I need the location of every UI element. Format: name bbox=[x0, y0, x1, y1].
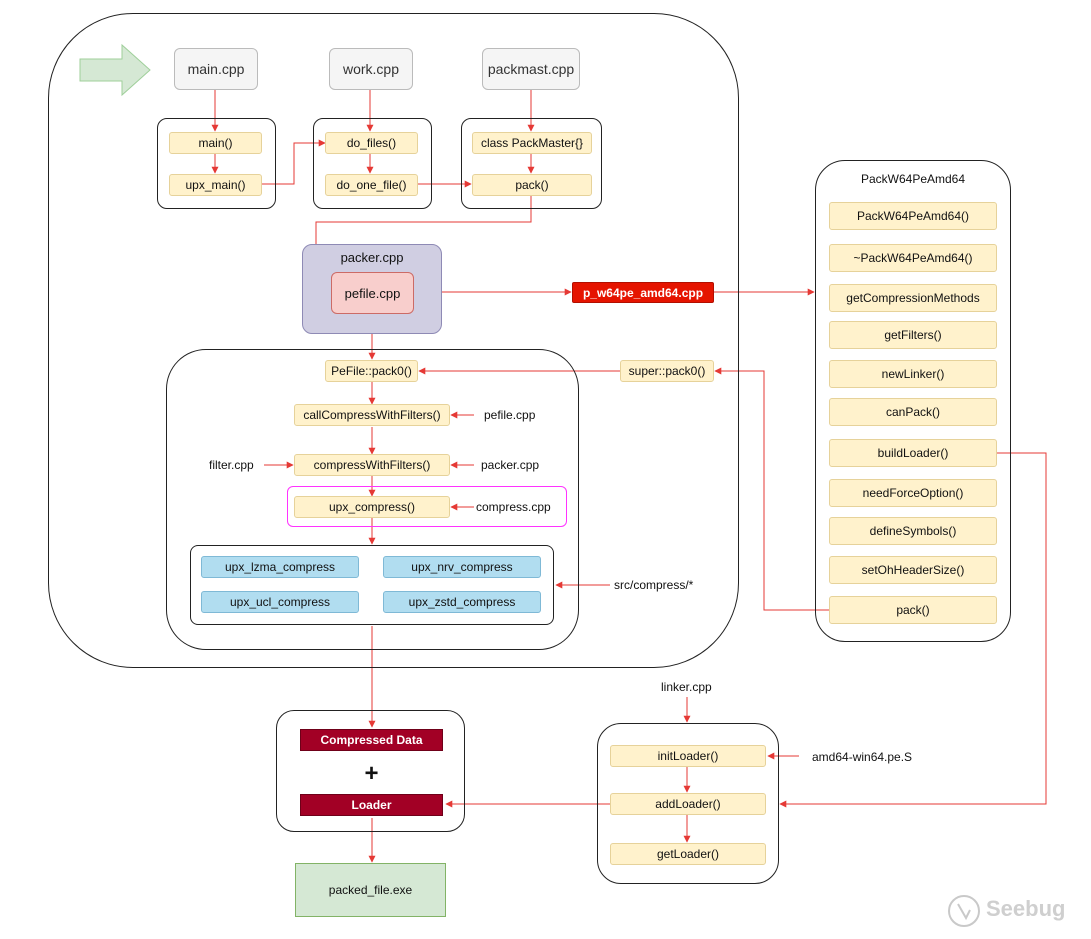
compress-cpp-side-label: compress.cpp bbox=[476, 500, 551, 514]
upx-compress-function: upx_compress() bbox=[294, 496, 450, 518]
main-group bbox=[157, 118, 276, 209]
packw64-method: setOhHeaderSize() bbox=[829, 556, 997, 584]
compress-with-filters-function: compressWithFilters() bbox=[294, 454, 450, 476]
work-cpp-node: work.cpp bbox=[329, 48, 413, 90]
upx-zstd-compress: upx_zstd_compress bbox=[383, 591, 541, 613]
packmast-cpp-node: packmast.cpp bbox=[482, 48, 580, 90]
pefile-pack0-function: PeFile::pack0() bbox=[325, 360, 418, 382]
seebug-logo-icon bbox=[948, 895, 980, 927]
pefile-group bbox=[166, 349, 579, 650]
super-pack0-function: super::pack0() bbox=[620, 360, 714, 382]
upx-lzma-compress: upx_lzma_compress bbox=[201, 556, 359, 578]
packw64-method: ~PackW64PeAmd64() bbox=[829, 244, 997, 272]
packw64-method: newLinker() bbox=[829, 360, 997, 388]
packw64-method: PackW64PeAmd64() bbox=[829, 202, 997, 230]
amd64-win64-pe-s-label: amd64-win64.pe.S bbox=[812, 750, 913, 764]
packw64-class-panel bbox=[815, 160, 1011, 642]
linker-cpp-label: linker.cpp bbox=[661, 680, 712, 694]
upx-ucl-compress: upx_ucl_compress bbox=[201, 591, 359, 613]
add-loader-function: addLoader() bbox=[610, 793, 766, 815]
compress-cpp-group bbox=[287, 486, 567, 527]
compressed-data-block: Compressed Data bbox=[300, 729, 443, 751]
get-loader-function: getLoader() bbox=[610, 843, 766, 865]
work-group bbox=[313, 118, 432, 209]
packed-file-exe-node: packed_file.exe bbox=[295, 863, 446, 917]
do-files-function: do_files() bbox=[325, 132, 418, 154]
packw64-method: defineSymbols() bbox=[829, 517, 997, 545]
packer-cpp-label: packer.cpp bbox=[340, 250, 404, 265]
loader-block: Loader bbox=[300, 794, 443, 816]
init-loader-function: initLoader() bbox=[610, 745, 766, 767]
outer-process-container bbox=[48, 13, 739, 668]
pefile-cpp-side-label: pefile.cpp bbox=[484, 408, 536, 422]
class-packmaster: class PackMaster{} bbox=[472, 132, 592, 154]
linker-group bbox=[597, 723, 779, 884]
do-one-file-function: do_one_file() bbox=[325, 174, 418, 196]
packw64-method: needForceOption() bbox=[829, 479, 997, 507]
output-group bbox=[276, 710, 465, 832]
plus-sign: + bbox=[364, 760, 379, 787]
main-cpp-node: main.cpp bbox=[174, 48, 258, 90]
filter-cpp-side-label: filter.cpp bbox=[209, 458, 254, 472]
p-w64pe-amd64-node: p_w64pe_amd64.cpp bbox=[572, 282, 714, 303]
main-function: main() bbox=[169, 132, 262, 154]
call-compress-with-filters-function: callCompressWithFilters() bbox=[294, 404, 450, 426]
packw64-method: getFilters() bbox=[829, 321, 997, 349]
packw64-title: PackW64PeAmd64 bbox=[860, 172, 966, 186]
packw64-method: buildLoader() bbox=[829, 439, 997, 467]
packmast-group bbox=[461, 118, 602, 209]
packer-cpp-side-label: packer.cpp bbox=[481, 458, 540, 472]
pefile-cpp-node: pefile.cpp bbox=[331, 272, 414, 314]
upx-nrv-compress: upx_nrv_compress bbox=[383, 556, 541, 578]
src-compress-side-label: src/compress/* bbox=[614, 578, 694, 592]
compressors-group bbox=[190, 545, 554, 625]
upx-main-function: upx_main() bbox=[169, 174, 262, 196]
packmaster-pack-function: pack() bbox=[472, 174, 592, 196]
packw64-method: pack() bbox=[829, 596, 997, 624]
packw64-method: getCompressionMethods bbox=[829, 284, 997, 312]
seebug-watermark: Seebug bbox=[986, 896, 1066, 921]
packw64-method: canPack() bbox=[829, 398, 997, 426]
